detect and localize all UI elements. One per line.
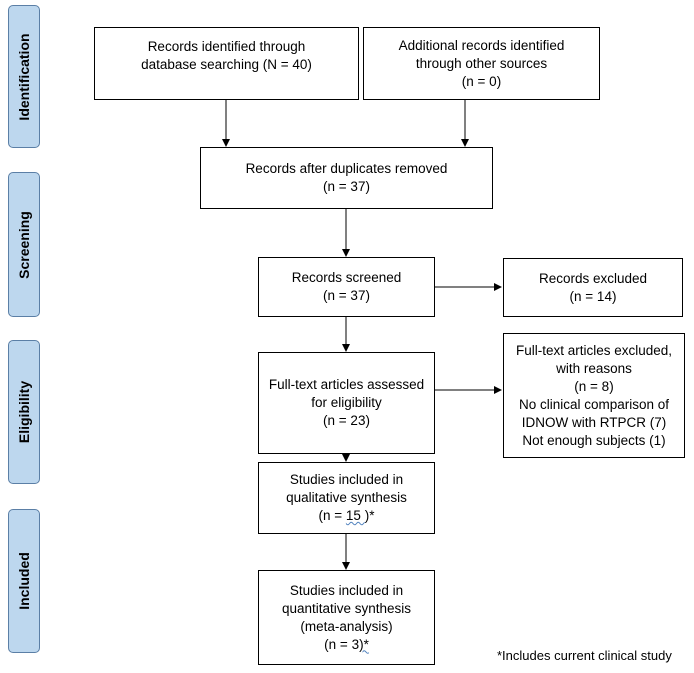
box-after-duplicates: Records after duplicates removed (n = 37… bbox=[200, 147, 493, 209]
box-database-search: Records identified through database sear… bbox=[94, 27, 359, 100]
full-text-excluded-line-6: Not enough subjects (1) bbox=[522, 432, 666, 448]
box-qualitative-synthesis: Studies included in qualitative synthesi… bbox=[258, 462, 435, 534]
box-records-excluded: Records excluded (n = 14) bbox=[503, 258, 683, 317]
box-quantitative-synthesis: Studies included in quantitative synthes… bbox=[258, 570, 435, 665]
records-screened-line-1: Records screened bbox=[291, 270, 402, 285]
box-records-screened: Records screened (n = 37) bbox=[258, 257, 435, 317]
footnote: *Includes current clinical study bbox=[497, 648, 672, 663]
quantitative-line-1: Studies included in bbox=[289, 582, 404, 598]
full-text-assessed-line-1: Full-text articles assessed bbox=[268, 377, 425, 392]
qualitative-line-1: Studies included in bbox=[289, 472, 404, 487]
records-screened-line-2: (n = 37) bbox=[323, 288, 370, 303]
full-text-excluded-line-3: (n = 8) bbox=[574, 378, 614, 394]
phase-screening: Screening bbox=[8, 172, 40, 317]
other-sources-line-1: Additional records identified bbox=[398, 37, 565, 53]
box-other-sources: Additional records identified through ot… bbox=[363, 27, 600, 100]
quantitative-count: (n = 3)* bbox=[324, 636, 369, 652]
full-text-excluded-line-5: IDNOW with RTPCR (7) bbox=[521, 414, 667, 430]
full-text-assessed-line-2: for eligibility bbox=[311, 395, 382, 410]
box-full-text-excluded: Full-text articles excluded, with reason… bbox=[503, 333, 685, 458]
records-excluded-line-1: Records excluded bbox=[538, 270, 648, 286]
database-search-line-2: database searching (N = 40) bbox=[141, 57, 312, 72]
full-text-assessed-line-3: (n = 23) bbox=[323, 413, 370, 428]
after-duplicates-line-2: (n = 37) bbox=[323, 179, 370, 194]
quantitative-line-2: quantitative synthesis bbox=[281, 600, 412, 616]
full-text-excluded-line-2: with reasons bbox=[556, 360, 632, 376]
after-duplicates-line-1: Records after duplicates removed bbox=[245, 161, 448, 176]
quantitative-line-3: (meta-analysis) bbox=[300, 618, 393, 634]
other-sources-line-3: (n = 0) bbox=[461, 73, 502, 89]
phase-included: Included bbox=[8, 509, 40, 653]
full-text-excluded-line-4: No clinical comparison of bbox=[518, 396, 670, 412]
qualitative-count: (n = 15 )* bbox=[318, 508, 375, 523]
records-excluded-line-2: (n = 14) bbox=[569, 288, 617, 304]
phase-eligibility: Eligibility bbox=[8, 340, 40, 484]
phase-identification: Identification bbox=[8, 5, 40, 148]
box-full-text-assessed: Full-text articles assessed for eligibil… bbox=[258, 352, 435, 454]
qualitative-line-2: qualitative synthesis bbox=[286, 490, 407, 505]
other-sources-line-2: through other sources bbox=[415, 55, 548, 71]
full-text-excluded-line-1: Full-text articles excluded, bbox=[515, 342, 673, 358]
database-search-line-1: Records identified through bbox=[147, 39, 306, 54]
